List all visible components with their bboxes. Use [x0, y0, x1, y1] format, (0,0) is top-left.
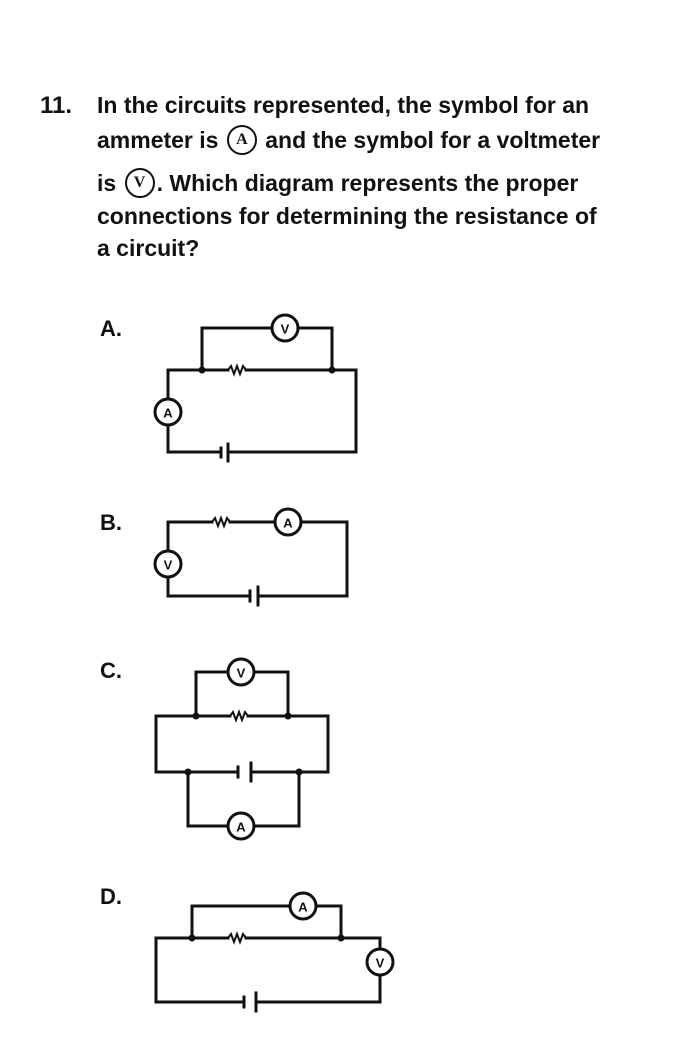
circuit-c-diagram[interactable]: V A [154, 657, 330, 841]
question-line-3-pre: is [97, 170, 117, 197]
circuit-a-resistor-icon [227, 363, 247, 377]
circuit-c-voltmeter-symbol: V [237, 666, 246, 681]
question-line-3-post: . Which diagram represents the proper [156, 170, 579, 197]
circuit-d-resistor-icon [227, 931, 247, 945]
question-line-4: connections for determining the resistan… [97, 203, 597, 229]
circuit-a-ammeter-icon [153, 397, 183, 427]
option-c-label[interactable]: C. [100, 658, 122, 683]
option-b-label[interactable]: B. [100, 510, 122, 535]
option-d-label[interactable]: D. [100, 884, 122, 909]
question-line-3: is V. Which diagram represents the prope… [97, 168, 579, 200]
circuit-d-ammeter-symbol: A [298, 900, 308, 915]
circuit-b-resistor-icon [211, 515, 231, 529]
circuit-a-ammeter-symbol: A [163, 406, 173, 421]
circuit-b-diagram[interactable]: A V [153, 507, 349, 607]
ammeter-symbol-icon: A [226, 125, 257, 155]
circuit-d-diagram[interactable]: A V [154, 891, 395, 1013]
circuit-b-ammeter-symbol: A [283, 516, 293, 531]
question-line-1: In the circuits represented, the symbol … [97, 92, 590, 118]
question-line-5: a circuit? [97, 235, 200, 261]
question-line-2: ammeter is A and the symbol for a voltme… [97, 125, 601, 157]
circuit-a-voltmeter-symbol: V [281, 322, 290, 337]
question-number: 11. [40, 92, 73, 119]
question-line-2-pre: ammeter is [97, 127, 219, 154]
circuit-d-voltmeter-symbol: V [376, 956, 385, 971]
circuit-b-voltmeter-icon [153, 549, 183, 579]
circuit-a-voltmeter-icon [270, 313, 300, 343]
circuit-a-diagram[interactable]: V A [153, 313, 358, 463]
circuit-c-resistor-icon [229, 709, 249, 723]
circuit-b-voltmeter-symbol: V [164, 558, 173, 573]
option-a-label[interactable]: A. [100, 316, 122, 341]
voltmeter-symbol-icon: V [124, 168, 155, 198]
circuit-c-ammeter-symbol: A [236, 820, 246, 835]
question-line-2-post: and the symbol for a voltmeter [265, 127, 601, 154]
